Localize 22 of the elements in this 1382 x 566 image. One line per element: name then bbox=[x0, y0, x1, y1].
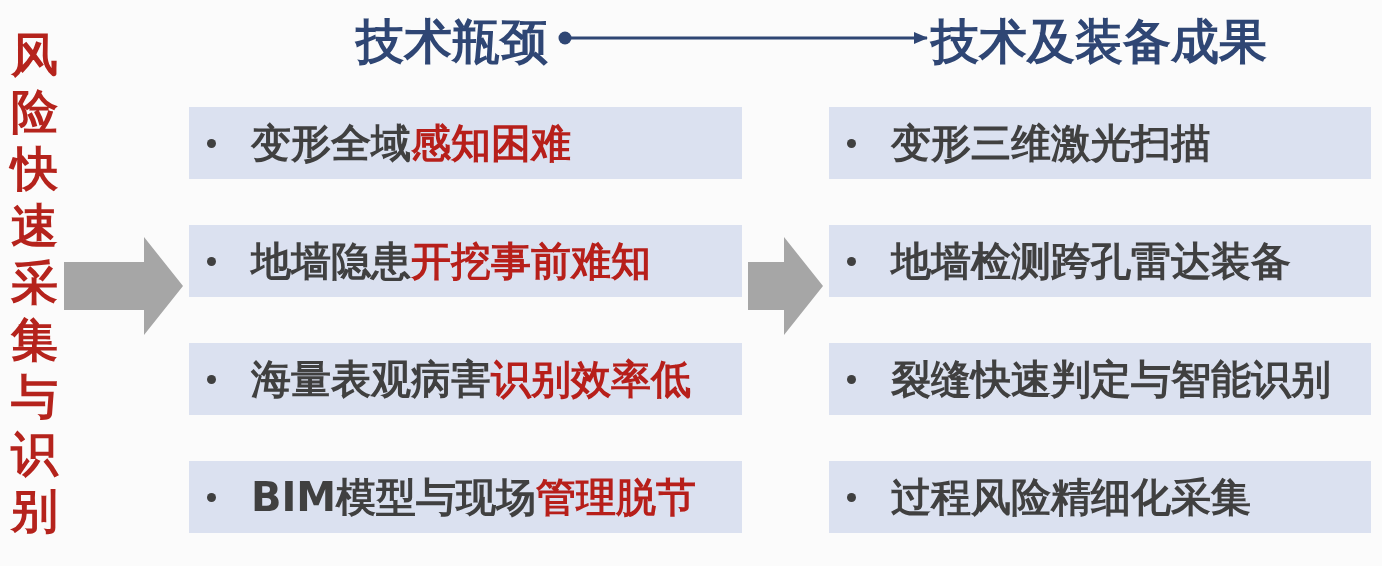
item-text: 变形三维激光扫描 bbox=[891, 119, 1211, 167]
item-text: 裂缝快速判定与智能识别 bbox=[891, 355, 1331, 403]
list-item-panel bbox=[189, 343, 742, 415]
list-item-panel bbox=[189, 107, 742, 179]
item-text: BIM模型与现场管理脱节 bbox=[251, 473, 697, 521]
column-heading: 技术及装备成果 bbox=[931, 13, 1267, 69]
list-item-panel bbox=[829, 343, 1371, 415]
arrow bbox=[558, 31, 928, 45]
item-text: 海量表观病害识别效率低 bbox=[251, 355, 691, 403]
list-item-panel bbox=[189, 225, 742, 297]
item-text: 地墙检测跨孔雷达装备 bbox=[891, 237, 1291, 285]
item-text: 地墙隐患开挖事前难知 bbox=[251, 237, 651, 285]
item-text: 过程风险精细化采集 bbox=[891, 473, 1251, 521]
item-text: 变形全域感知困难 bbox=[251, 119, 571, 167]
list-item-panel bbox=[829, 461, 1371, 533]
block-arrow bbox=[64, 237, 183, 335]
vertical-title: 风险快速采集与识别 bbox=[10, 26, 58, 539]
list-item-panel bbox=[189, 461, 742, 533]
column-heading: 技术瓶颈 bbox=[356, 13, 548, 69]
block-arrow bbox=[748, 237, 823, 335]
list-item-panel bbox=[829, 107, 1371, 179]
list-item-panel bbox=[829, 225, 1371, 297]
